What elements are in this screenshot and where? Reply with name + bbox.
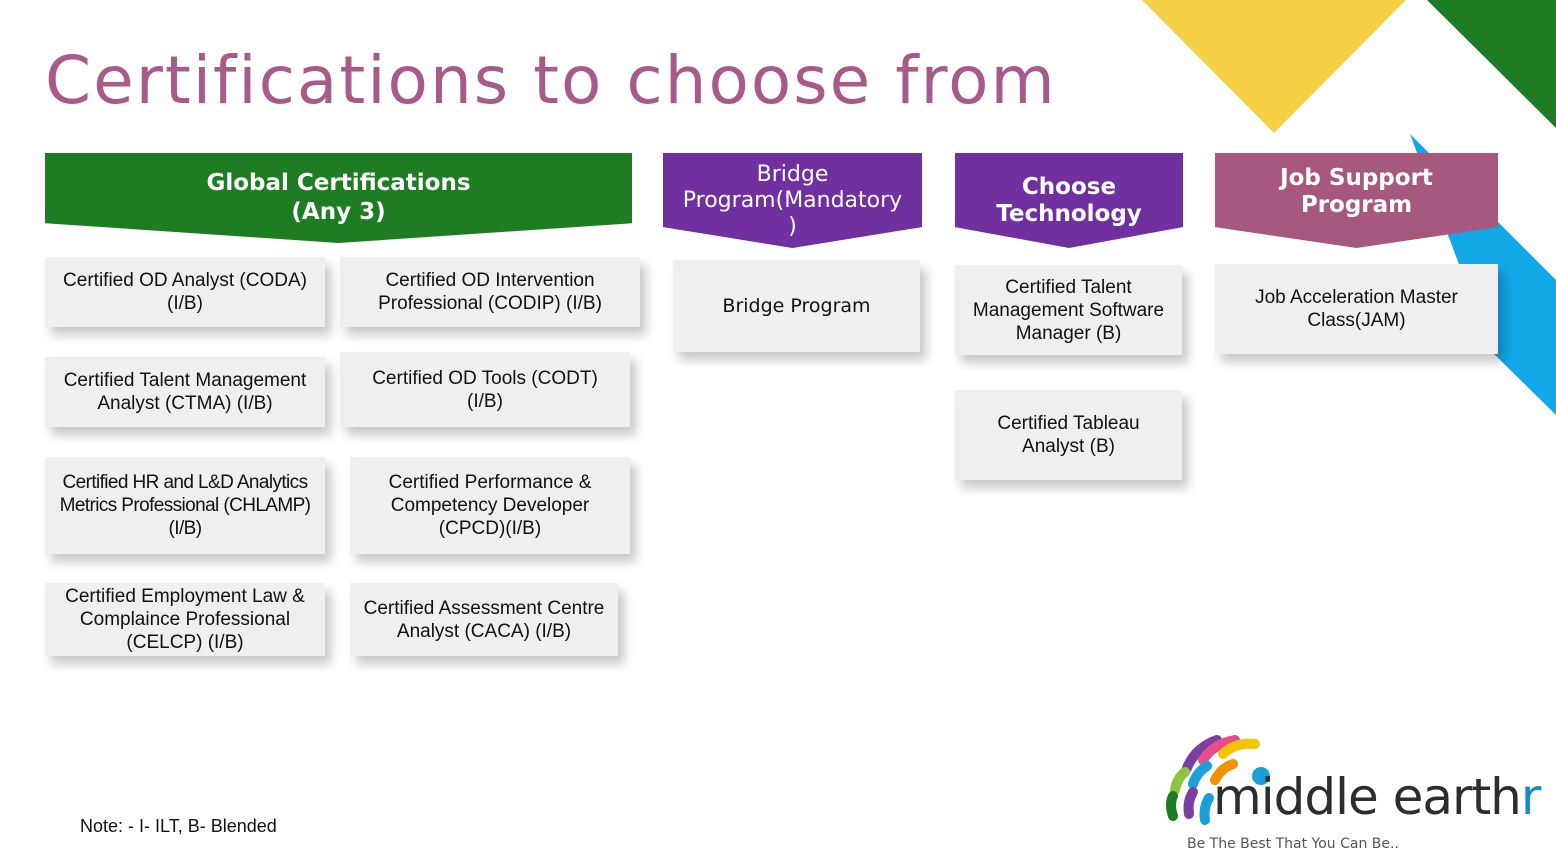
logo-word-accent: r <box>1520 768 1542 826</box>
technology-item: Certified Tableau Analyst (B) <box>955 390 1182 480</box>
bridge-program-item: Bridge Program <box>673 260 920 352</box>
certification-item: Certified Performance & Competency Devel… <box>350 457 630 554</box>
green-triangle <box>1427 0 1556 128</box>
certification-item: Certified OD Analyst (CODA) (I/B) <box>45 257 325 327</box>
header-line: Program(Mandatory <box>682 187 903 213</box>
choose-technology-header: Choose Technology <box>955 153 1183 248</box>
certification-item: Certified OD Intervention Professional (… <box>340 257 640 327</box>
globe-icon <box>1166 735 1270 825</box>
certification-item: Certified Talent Management Analyst (CTM… <box>45 357 325 427</box>
technology-item: Certified Talent Management Software Man… <box>955 265 1182 355</box>
certification-item: Certified Assessment Centre Analyst (CAC… <box>350 583 618 656</box>
certification-item: Certified OD Tools (CODT) (I/B) <box>340 352 630 427</box>
header-line: Job Support <box>1280 164 1433 191</box>
header-line: Choose <box>1021 173 1117 200</box>
certification-item: Certified HR and L&D Analytics Metrics P… <box>45 457 325 554</box>
logo-wordmark: middle earthr <box>1213 768 1542 826</box>
global-certifications-header: Global Certifications (Any 3) <box>45 153 632 243</box>
company-logo: middle earthr Be The Best That You Can B… <box>1165 728 1545 858</box>
header-line: (Any 3) <box>291 199 386 225</box>
header-line: ) <box>788 213 797 239</box>
certification-item: Certified Employment Law & Complaince Pr… <box>45 583 325 656</box>
job-support-header: Job Support Program <box>1215 153 1498 248</box>
job-support-item: Job Acceleration Master Class(JAM) <box>1215 264 1498 354</box>
header-line: Program <box>1300 191 1413 218</box>
bridge-program-header: Bridge Program(Mandatory ) <box>663 153 922 248</box>
header-line: Technology <box>996 200 1142 227</box>
header-line: Bridge <box>756 161 829 187</box>
note-text: Note: - I- ILT, B- Blended <box>80 816 277 836</box>
logo-word-main: middle earth <box>1213 768 1522 826</box>
page-title: Certifications to choose from <box>45 42 1057 119</box>
yellow-triangle <box>1142 0 1406 133</box>
logo-tagline: Be The Best That You Can Be.. <box>1187 836 1399 852</box>
header-line: Global Certifications <box>206 170 471 196</box>
